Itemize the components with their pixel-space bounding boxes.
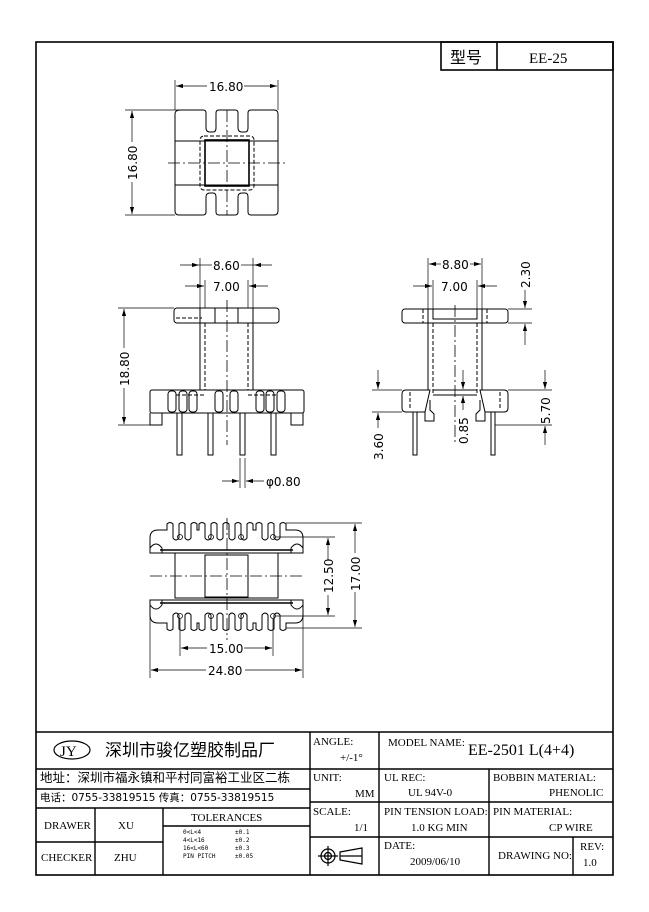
- pin-tension-label: PIN TENSION LOAD:: [384, 806, 488, 818]
- title-block-grid: [36, 731, 613, 875]
- company-phone: 电话：0755-33819515 传真：0755-33819515: [40, 792, 275, 804]
- pin: [412, 411, 418, 456]
- drawing-no-label: DRAWING NO:: [498, 850, 572, 862]
- type-box: [440, 41, 614, 71]
- tolerance-row: 0<L<4±0.1: [183, 829, 250, 836]
- dim-front-inner: 7.00: [213, 280, 240, 294]
- drawer-name: XU: [118, 820, 134, 832]
- pin-material-value: CP WIRE: [549, 822, 593, 834]
- unit-label: UNIT:: [313, 772, 342, 784]
- pin: [270, 412, 277, 456]
- dim-depth: 17.00: [349, 557, 363, 591]
- type-label: 型号: [450, 48, 482, 67]
- checker-name: ZHU: [114, 852, 137, 864]
- model-label: MODEL NAME:: [388, 737, 465, 749]
- checker-label: CHECKER: [41, 852, 93, 864]
- dim-side-inner: 7.00: [441, 280, 468, 294]
- tolerance-row: 16<L<60±0.3: [183, 845, 250, 852]
- dim-side-outer: 8.80: [442, 258, 469, 272]
- bottom-view: 12.50 17.00 15.00 24.80: [149, 518, 363, 678]
- dim-pin-diameter: φ0.80: [266, 475, 301, 489]
- side-view: 8.80 7.00 2.30 5.70 3.60 0.85: [372, 258, 553, 460]
- pin: [176, 412, 183, 456]
- tolerance-row: PIN PITCH±0.05: [183, 853, 254, 860]
- svg-text:JY: JY: [60, 744, 77, 760]
- dim-length: 24.80: [208, 664, 242, 678]
- company-logo: JY: [53, 740, 91, 760]
- dim-pin-span: 15.00: [209, 642, 243, 656]
- tolerances-list: 0<L<4±0.1 4<L<16±0.2 16<L<60±0.3 PIN PIT…: [183, 829, 253, 861]
- dim-side-foot: 3.60: [372, 433, 386, 460]
- angle-label: ANGLE:: [313, 736, 354, 748]
- front-view: 8.60 7.00 18.80 φ0.80: [118, 258, 305, 489]
- unit-value: MM: [355, 788, 375, 800]
- dim-front-outer: 8.60: [213, 259, 240, 273]
- company-address: 地址：深圳市福永镇和平村同富裕工业区二栋: [40, 770, 291, 785]
- company-name: 深圳市骏亿塑胶制品厂: [105, 741, 275, 761]
- rev-label: REV:: [580, 841, 605, 853]
- dim-front-height: 18.80: [118, 352, 132, 386]
- ul-value: UL 94V-0: [408, 787, 453, 799]
- tolerance-row: 4<L<16±0.2: [183, 837, 250, 844]
- angle-value: +/-1°: [340, 752, 363, 764]
- dim-side-flange: 2.30: [519, 261, 533, 288]
- bobbin-material-label: BOBBIN MATERIAL:: [493, 772, 596, 784]
- model-name: EE-2501 L(4+4): [468, 742, 575, 759]
- scale-value: 1/1: [354, 822, 369, 834]
- drawer-label: DRAWER: [44, 820, 91, 832]
- pin-tension-value: 1.0 KG MIN: [411, 822, 468, 834]
- pin-material-label: PIN MATERIAL:: [493, 806, 573, 818]
- projection-symbol-icon: [318, 846, 363, 866]
- date-value: 2009/06/10: [410, 856, 461, 868]
- dim-side-base: 5.70: [539, 397, 553, 424]
- dim-pin-row: 12.50: [322, 559, 336, 593]
- rev-value: 1.0: [583, 857, 597, 869]
- dim-top-width: 16.80: [209, 80, 243, 94]
- dim-side-step: 0.85: [457, 417, 471, 444]
- type-value: EE-25: [529, 51, 567, 67]
- tolerances-label: TOLERANCES: [191, 812, 263, 824]
- scale-label: SCALE:: [313, 806, 351, 818]
- pin: [490, 411, 496, 456]
- dim-top-height: 16.80: [126, 146, 140, 180]
- pin: [207, 412, 214, 456]
- drawing-frame: [35, 41, 614, 876]
- top-view: 16.80 16.80: [125, 80, 285, 216]
- pin: [239, 412, 246, 456]
- ul-label: UL REC:: [384, 772, 426, 784]
- date-label: DATE:: [384, 840, 416, 852]
- bobbin-material-value: PHENOLIC: [549, 787, 604, 799]
